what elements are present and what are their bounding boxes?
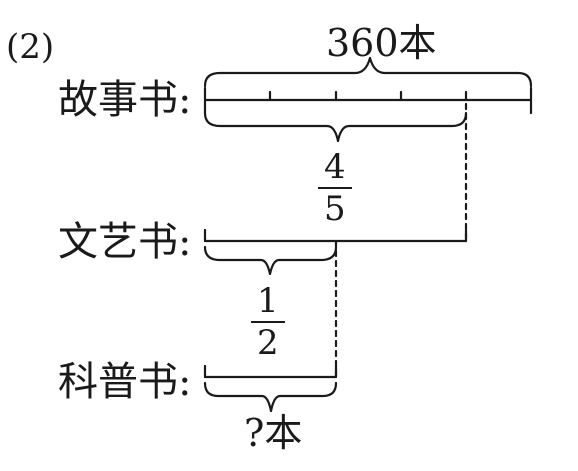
- unknown-label: ?本: [244, 411, 303, 455]
- fraction-four-fifths: 4 5: [318, 150, 352, 226]
- fraction-denominator: 2: [257, 323, 279, 363]
- four-fifths-brace: [203, 111, 468, 143]
- half-brace: [203, 245, 338, 276]
- row-label-science: 科普书:: [58, 359, 192, 405]
- fraction-one-half: 1 2: [251, 284, 285, 360]
- problem-number: (2): [6, 27, 55, 67]
- total-label: 360本: [326, 21, 437, 65]
- row-label-literature: 文艺书:: [58, 219, 192, 265]
- fraction-numerator: 1: [251, 284, 285, 323]
- fraction-numerator: 4: [318, 150, 352, 189]
- total-brace: [203, 56, 533, 88]
- unknown-brace: [203, 381, 338, 413]
- fraction-denominator: 5: [324, 189, 346, 229]
- row-label-story: 故事书:: [58, 77, 192, 123]
